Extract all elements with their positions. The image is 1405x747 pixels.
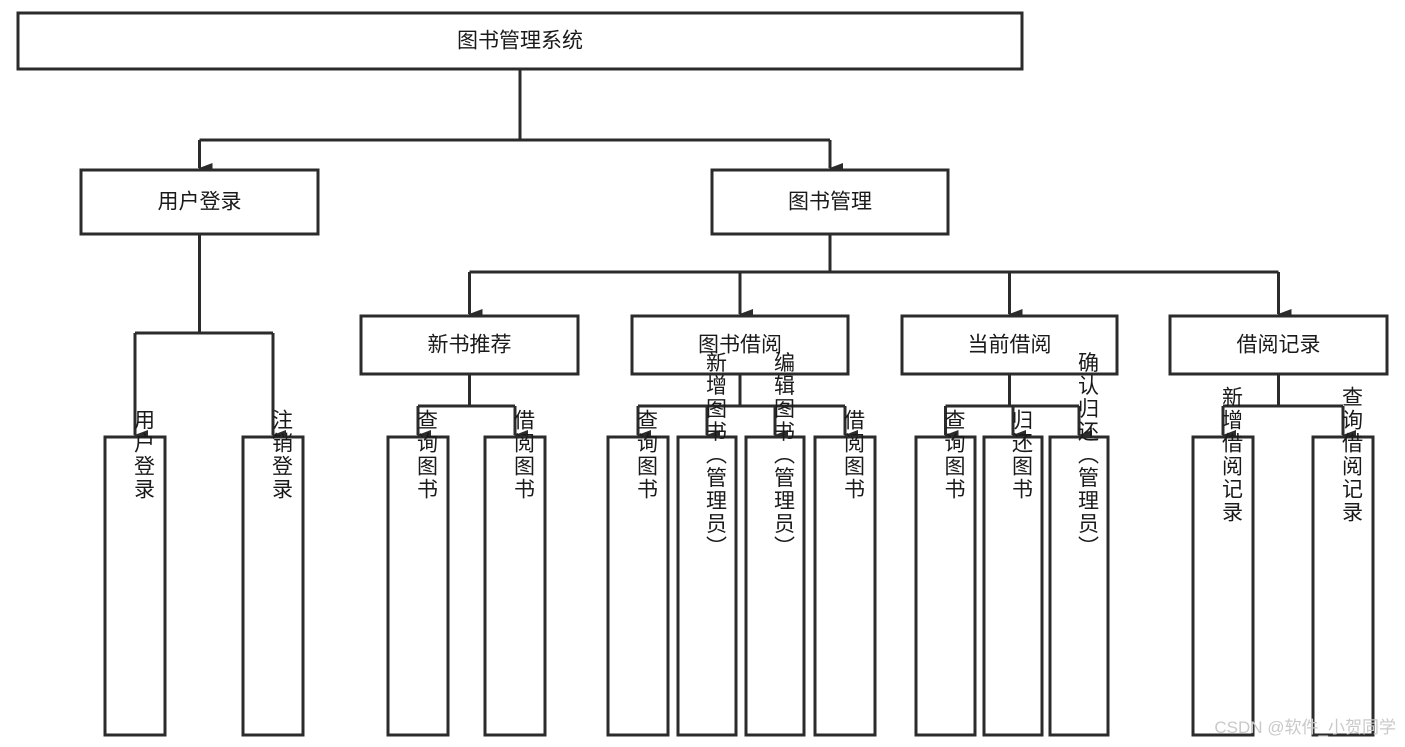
node-box-user-login — [79, 168, 320, 236]
node-label-user-login: 用户登录 — [158, 191, 242, 214]
node-leaf-query-record[interactable]: 查询借阅记录 — [1311, 386, 1375, 737]
node-current-borrow[interactable]: 当前借阅 — [900, 314, 1119, 376]
node-box-borrow-record — [1168, 314, 1389, 376]
node-label-leaf-query-book-rec: 查询图书 — [415, 409, 439, 501]
node-leaf-query-book-borrow[interactable]: 查询图书 — [606, 409, 670, 737]
node-box-leaf-confirm-return — [1048, 435, 1110, 737]
node-box-leaf-borrow-book-rec — [483, 435, 547, 737]
node-label-book-manage: 图书管理 — [788, 191, 872, 214]
node-label-new-book-rec: 新书推荐 — [428, 334, 512, 357]
node-box-root — [16, 11, 1024, 71]
node-leaf-borrow-book[interactable]: 借阅图书 — [813, 409, 877, 737]
node-label-borrow-record: 借阅记录 — [1237, 334, 1321, 357]
node-leaf-return-book[interactable]: 归还图书 — [982, 409, 1044, 737]
node-root[interactable]: 图书管理系统 — [16, 11, 1024, 71]
node-label-leaf-query-record: 查询借阅记录 — [1340, 386, 1364, 524]
node-box-leaf-query-book-rec — [386, 435, 450, 737]
node-label-leaf-return-book: 归还图书 — [1010, 409, 1034, 501]
node-leaf-add-book[interactable]: 新增图书（管理员） — [676, 352, 738, 737]
node-label-leaf-confirm-return: 确认归还（管理员） — [1076, 352, 1100, 559]
node-label-leaf-edit-book: 编辑图书（管理员） — [772, 352, 796, 559]
node-box-leaf-query-book-borrow — [606, 435, 670, 737]
watermark-text: CSDN @软件_小贺同学 — [1214, 718, 1396, 737]
node-box-book-borrow — [630, 314, 850, 376]
node-leaf-query-book-current[interactable]: 查询图书 — [914, 409, 977, 737]
node-box-leaf-return-book — [982, 435, 1044, 737]
node-borrow-record[interactable]: 借阅记录 — [1168, 314, 1389, 376]
node-label-leaf-add-book: 新增图书（管理员） — [704, 352, 728, 559]
node-box-leaf-query-book-current — [914, 435, 977, 737]
node-label-leaf-user-login: 用户登录 — [132, 409, 156, 501]
node-label-leaf-query-book-borrow: 查询图书 — [635, 409, 659, 501]
node-book-borrow[interactable]: 图书借阅 — [630, 314, 850, 376]
node-box-leaf-edit-book — [744, 435, 806, 737]
node-box-leaf-add-record — [1191, 435, 1255, 737]
node-boxes: 图书管理系统用户登录图书管理新书推荐图书借阅当前借阅借阅记录用户登录注销登录查询… — [16, 11, 1389, 737]
node-new-book-rec[interactable]: 新书推荐 — [359, 314, 580, 376]
node-label-leaf-add-record: 新增借阅记录 — [1220, 386, 1244, 524]
node-label-leaf-borrow-book: 借阅图书 — [842, 409, 866, 501]
node-box-leaf-borrow-book — [813, 435, 877, 737]
node-box-leaf-add-book — [676, 435, 738, 737]
node-box-leaf-query-record — [1311, 435, 1375, 737]
node-user-login[interactable]: 用户登录 — [79, 168, 320, 236]
node-label-leaf-user-logout: 注销登录 — [270, 409, 294, 501]
connector-lines — [133, 69, 1356, 441]
node-label-root: 图书管理系统 — [457, 30, 583, 53]
node-leaf-edit-book[interactable]: 编辑图书（管理员） — [744, 352, 806, 737]
node-label-leaf-borrow-book-rec: 借阅图书 — [512, 409, 536, 501]
node-leaf-confirm-return[interactable]: 确认归还（管理员） — [1048, 352, 1110, 737]
node-label-book-borrow: 图书借阅 — [698, 334, 782, 357]
node-leaf-add-record[interactable]: 新增借阅记录 — [1191, 386, 1255, 737]
node-book-manage[interactable]: 图书管理 — [710, 168, 950, 236]
node-leaf-borrow-book-rec[interactable]: 借阅图书 — [483, 409, 547, 737]
node-box-book-manage — [710, 168, 950, 236]
node-box-leaf-user-logout — [241, 435, 305, 737]
node-leaf-user-login[interactable]: 用户登录 — [103, 409, 167, 737]
node-box-current-borrow — [900, 314, 1119, 376]
node-leaf-user-logout[interactable]: 注销登录 — [241, 409, 305, 737]
node-label-leaf-query-book-current: 查询图书 — [942, 409, 966, 501]
node-box-new-book-rec — [359, 314, 580, 376]
node-label-current-borrow: 当前借阅 — [968, 334, 1052, 357]
node-box-leaf-user-login — [103, 435, 167, 737]
node-leaf-query-book-rec[interactable]: 查询图书 — [386, 409, 450, 737]
